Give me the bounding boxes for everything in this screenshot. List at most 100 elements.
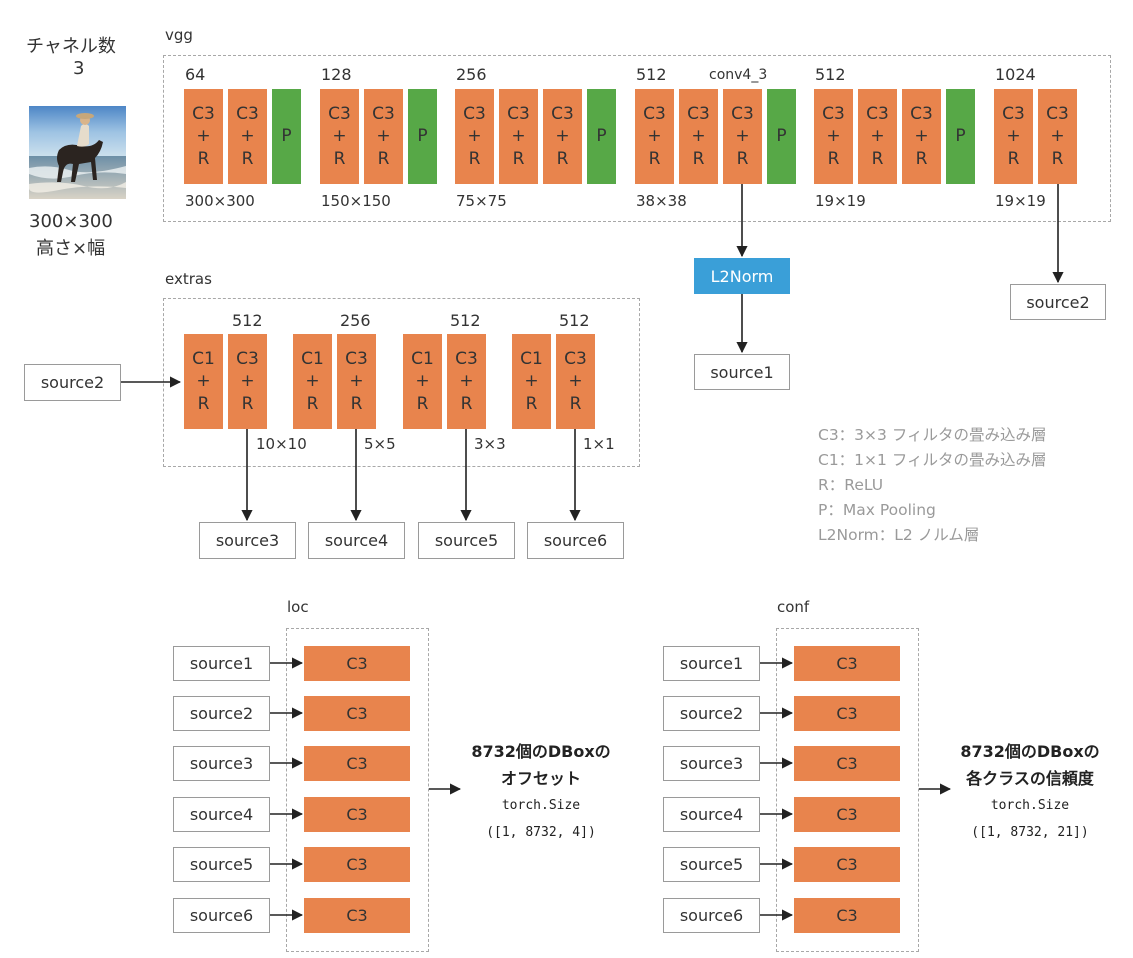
extras-stage-4-c3: C3+R (556, 334, 595, 429)
extras-stage-3-size: 3×3 (474, 435, 506, 453)
conf-c3-4: C3 (794, 797, 900, 832)
vgg-stage-5-conv-1: C3+R (814, 89, 853, 184)
loc-c3-1: C3 (304, 646, 410, 681)
vgg-source1: source1 (694, 354, 790, 390)
loc-output-line1: 8732個のDBoxの (471, 742, 611, 761)
vgg-stage-3-conv-1: C3+R (455, 89, 494, 184)
conf-c3-5: C3 (794, 847, 900, 882)
vgg-source2: source2 (1010, 284, 1106, 320)
vgg-stage-3-size: 75×75 (456, 192, 507, 210)
legend-item-pool: P：Max Pooling (818, 501, 936, 519)
vgg-title: vgg (165, 26, 193, 44)
loc-source-3: source3 (173, 746, 270, 781)
input-size-sub: 高さ×幅 (36, 238, 106, 259)
conf-output: 8732個のDBoxの 各クラスの信頼度 torch.Size ([1, 873… (940, 738, 1120, 846)
vgg-stage-3-conv-2: C3+R (499, 89, 538, 184)
legend-item-relu: R：ReLU (818, 476, 884, 494)
vgg-stage-5-conv-3: C3+R (902, 89, 941, 184)
conf-output-line1: 8732個のDBoxの (960, 742, 1100, 761)
vgg-stage-5-channels: 512 (815, 65, 846, 84)
vgg-stage-3-channels: 256 (456, 65, 487, 84)
l2norm-block: L2Norm (694, 258, 790, 294)
extras-stage-3-c1: C1+R (403, 334, 442, 429)
extras-source3: source3 (199, 522, 296, 559)
extras-stage-2-c1: C1+R (293, 334, 332, 429)
extras-stage-3-channels: 512 (450, 311, 481, 330)
vgg-stage-6-size: 19×19 (995, 192, 1046, 210)
loc-c3-4: C3 (304, 797, 410, 832)
conf-output-line2: 各クラスの信頼度 (966, 769, 1094, 788)
vgg-stage-2-channels: 128 (321, 65, 352, 84)
conf-c3-6: C3 (794, 898, 900, 933)
extras-stage-4-c1: C1+R (512, 334, 551, 429)
extras-source5: source5 (418, 522, 515, 559)
loc-frame (286, 628, 429, 952)
conf-source-2: source2 (663, 696, 760, 731)
legend-item-l2norm: L2Norm：L2 ノルム層 (818, 526, 980, 544)
conf-title: conf (777, 598, 810, 616)
legend-item-c3: C3：3×3 フィルタの畳み込み層 (818, 426, 1047, 444)
extras-stage-1-size: 10×10 (256, 435, 307, 453)
loc-source-6: source6 (173, 898, 270, 933)
extras-source6: source6 (527, 522, 624, 559)
vgg-stage-4-conv-2: C3+R (679, 89, 718, 184)
vgg-conv4-3-label: conv4_3 (709, 67, 768, 83)
conf-source-3: source3 (663, 746, 760, 781)
vgg-stage-5-conv-2: C3+R (858, 89, 897, 184)
vgg-stage-6-conv-1: C3+R (994, 89, 1033, 184)
conf-source-5: source5 (663, 847, 760, 882)
vgg-stage-2-size: 150×150 (321, 192, 391, 210)
conf-source-1: source1 (663, 646, 760, 681)
extras-stage-4-size: 1×1 (583, 435, 615, 453)
loc-output: 8732個のDBoxの オフセット torch.Size ([1, 8732, … (455, 738, 627, 846)
vgg-stage-1-conv-2: C3+R (228, 89, 267, 184)
vgg-stage-4-pool: P (767, 89, 796, 184)
extras-stage-2-c3: C3+R (337, 334, 376, 429)
vgg-stage-6-channels: 1024 (995, 65, 1036, 84)
loc-output-code2: ([1, 8732, 4]) (486, 825, 596, 840)
legend-item-c1: C1：1×1 フィルタの畳み込み層 (818, 451, 1047, 469)
vgg-stage-5-size: 19×19 (815, 192, 866, 210)
input-channels-label: チャネル数 (26, 36, 116, 57)
loc-source-5: source5 (173, 847, 270, 882)
vgg-stage-2-conv-2: C3+R (364, 89, 403, 184)
vgg-frame (163, 55, 1111, 222)
conf-output-code1: torch.Size (990, 798, 1070, 813)
conf-source-4: source4 (663, 797, 760, 832)
extras-stage-1-channels: 512 (232, 311, 263, 330)
extras-stage-3-c3: C3+R (447, 334, 486, 429)
vgg-stage-4-conv-1: C3+R (635, 89, 674, 184)
vgg-stage-2-conv-1: C3+R (320, 89, 359, 184)
vgg-stage-1-pool: P (272, 89, 301, 184)
conf-output-code2: ([1, 8732, 21]) (971, 825, 1089, 840)
loc-c3-6: C3 (304, 898, 410, 933)
conf-frame (776, 628, 919, 952)
loc-source-2: source2 (173, 696, 270, 731)
legend: C3：3×3 フィルタの畳み込み層 C1：1×1 フィルタの畳み込み層 R：Re… (818, 423, 1047, 548)
vgg-stage-1-conv-1: C3+R (184, 89, 223, 184)
vgg-stage-5-pool: P (946, 89, 975, 184)
loc-source-1: source1 (173, 646, 270, 681)
extras-stage-2-channels: 256 (340, 311, 371, 330)
conf-c3-2: C3 (794, 696, 900, 731)
vgg-stage-2-pool: P (408, 89, 437, 184)
vgg-stage-4-conv-3: C3+R (723, 89, 762, 184)
loc-title: loc (287, 598, 309, 616)
conf-c3-1: C3 (794, 646, 900, 681)
vgg-stage-1-channels: 64 (185, 65, 206, 84)
input-image (29, 106, 126, 199)
input-channels-value: 3 (73, 58, 85, 79)
vgg-stage-4-channels: 512 (636, 65, 667, 84)
conf-c3-3: C3 (794, 746, 900, 781)
vgg-stage-3-conv-3: C3+R (543, 89, 582, 184)
extras-stage-1-c1: C1+R (184, 334, 223, 429)
extras-stage-4-channels: 512 (559, 311, 590, 330)
loc-source-4: source4 (173, 797, 270, 832)
extras-stage-1-c3: C3+R (228, 334, 267, 429)
loc-c3-2: C3 (304, 696, 410, 731)
vgg-stage-6-conv-2: C3+R (1038, 89, 1077, 184)
extras-source4: source4 (308, 522, 405, 559)
loc-output-line2: オフセット (500, 769, 581, 788)
loc-c3-5: C3 (304, 847, 410, 882)
